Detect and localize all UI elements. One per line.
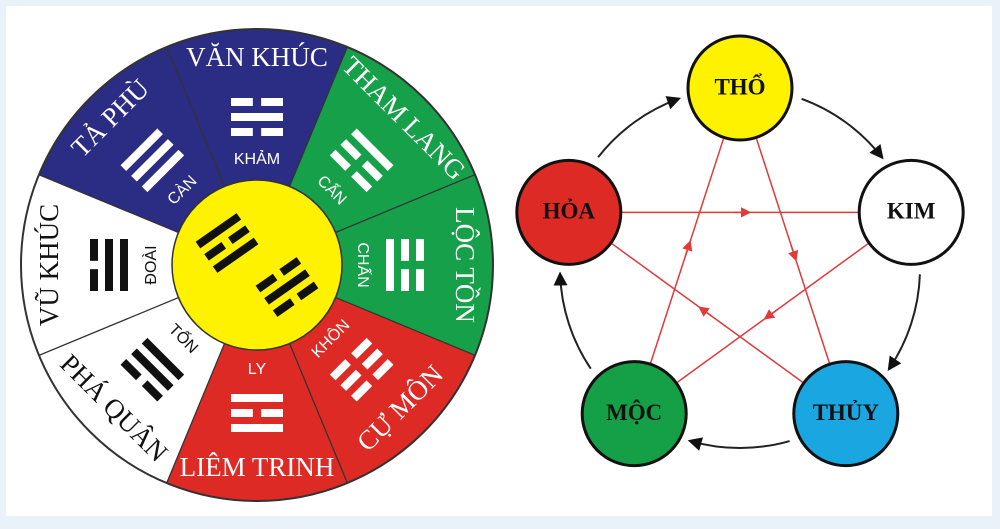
element-node bbox=[515, 158, 623, 266]
five-elements-cycle: THỔ KIM THỦY MỘC HỎA bbox=[515, 34, 965, 468]
element-node-label: THỔ bbox=[714, 73, 765, 99]
sector-trigram-label: ĐOÀI bbox=[141, 245, 160, 284]
center-trigram-icon bbox=[195, 213, 259, 273]
element-node bbox=[580, 360, 688, 468]
center-trigram-icon bbox=[255, 257, 319, 317]
generating-arrow bbox=[887, 274, 921, 371]
sector-trigram-label: LY bbox=[248, 361, 267, 378]
sector-star-label: VĂN KHÚC bbox=[186, 42, 328, 72]
trigram-icon bbox=[231, 394, 283, 432]
element-node-label: KIM bbox=[887, 199, 936, 224]
element-node bbox=[792, 360, 900, 468]
sector-trigram-label: KHẢM bbox=[234, 149, 280, 168]
trigram-icon bbox=[329, 337, 394, 402]
trigram-icon bbox=[329, 128, 394, 193]
generating-arrow bbox=[597, 96, 682, 158]
overcoming-arrow bbox=[698, 306, 713, 318]
element-node-label: MỘC bbox=[606, 400, 662, 425]
generating-arrow bbox=[801, 97, 884, 160]
trigram-icon bbox=[90, 239, 128, 291]
overcoming-arrow bbox=[682, 240, 693, 257]
wheel-center bbox=[171, 179, 343, 351]
trigram-icon bbox=[231, 98, 283, 136]
generating-arrow bbox=[553, 271, 592, 370]
sector-trigram-label: CHẤN bbox=[354, 242, 373, 287]
trigram-icon bbox=[120, 128, 185, 193]
element-node-label: THỦY bbox=[813, 400, 880, 425]
sector-star-label: VŨ KHÚC bbox=[34, 204, 64, 326]
overcoming-arrow bbox=[763, 308, 778, 320]
sector-star-label: LIÊM TRINH bbox=[180, 452, 335, 482]
sector-star-label: LỘC TỒN bbox=[450, 207, 481, 323]
element-node bbox=[686, 34, 794, 142]
element-node bbox=[857, 158, 965, 266]
element-node-label: HỎA bbox=[543, 199, 596, 224]
trigram-icon bbox=[120, 337, 185, 402]
overcoming-arrow bbox=[788, 244, 799, 262]
trigram-icon bbox=[386, 239, 424, 291]
wheel-outline bbox=[20, 28, 494, 502]
generating-arrow bbox=[687, 437, 790, 451]
